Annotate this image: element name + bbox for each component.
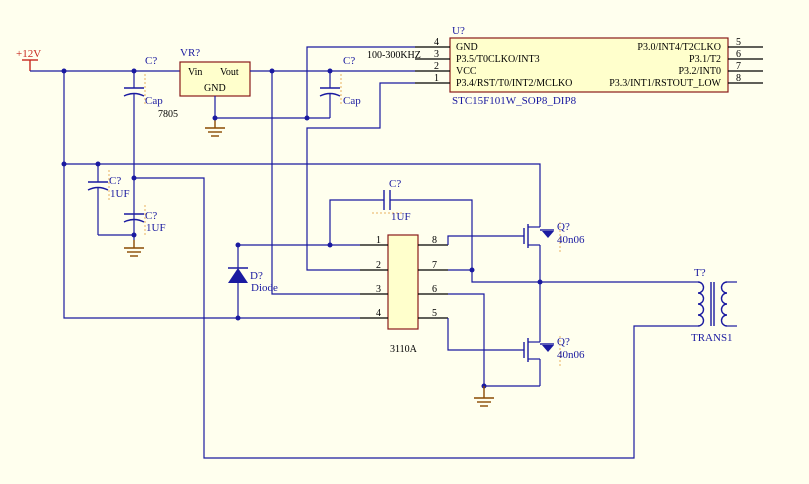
- mcu-right-pin-3: 7 P3.2/INT0: [679, 61, 763, 77]
- svg-text:P3.0/INT4/T2CLKO: P3.0/INT4/T2CLKO: [637, 42, 721, 53]
- cap-1uf-b-designator: C?: [145, 210, 157, 222]
- mcu-designator: U?: [452, 25, 465, 37]
- diode: D? Diode: [228, 267, 278, 294]
- power-port: [22, 59, 38, 71]
- mcu-left-pin-4: 1 P3.4/RST/T0/INT2/MCLKO: [415, 73, 572, 89]
- cap-vout-value: Cap: [343, 95, 361, 107]
- cap-bootstrap-value: 1UF: [391, 211, 411, 223]
- mosfet-high-designator: Q?: [557, 221, 570, 233]
- mosfet-high: Q? 40n06: [523, 221, 585, 282]
- mcu-left-pin-1: 4 GND: [415, 37, 478, 53]
- mcu-right-pin-4: 8 P3.3/INT1/RSTOUT_LOW: [609, 73, 763, 89]
- svg-text:P3.2/INT0: P3.2/INT0: [679, 66, 722, 77]
- cap-1uf-a: C? 1UF: [87, 164, 130, 235]
- svg-text:7: 7: [736, 61, 741, 72]
- transformer-designator: T?: [694, 267, 706, 279]
- svg-text:2: 2: [376, 260, 381, 271]
- mcu-chip: U? STC15F101W_SOP8_DIP8 100-300KHZ 4 GND…: [367, 25, 763, 107]
- svg-text:7: 7: [432, 260, 437, 271]
- ground-symbol-reg: [205, 118, 225, 137]
- cap-1uf-b-value: 1UF: [146, 222, 166, 234]
- svg-text:4: 4: [376, 308, 381, 319]
- svg-text:2: 2: [434, 61, 439, 72]
- power-label: +12V: [16, 48, 41, 60]
- mcu-left-pin-3: 2 VCC: [415, 61, 477, 77]
- mcu-left-pin-2: 3 P3.5/T0CLKO/INT3: [415, 49, 540, 65]
- svg-text:8: 8: [736, 73, 741, 84]
- driver-part: 3110A: [390, 344, 418, 355]
- mosfet-low: Q? 40n06: [523, 336, 585, 386]
- svg-text:3: 3: [376, 284, 381, 295]
- mosfet-high-value: 40n06: [557, 234, 585, 246]
- ground-symbol-caps: [124, 240, 144, 257]
- diode-value: Diode: [251, 282, 278, 294]
- transformer: T? TRANS1: [690, 267, 737, 344]
- mosfet-low-designator: Q?: [557, 336, 570, 348]
- mcu-freq-note: 100-300KHZ: [367, 50, 421, 61]
- svg-text:1: 1: [434, 73, 439, 84]
- mcu-part: STC15F101W_SOP8_DIP8: [452, 95, 577, 107]
- mcu-right-pin-1: 5 P3.0/INT4/T2CLKO: [637, 37, 763, 53]
- transformer-value: TRANS1: [691, 332, 733, 344]
- rail-12v: [30, 68, 180, 74]
- cap-1uf-b: C? 1UF: [123, 205, 166, 235]
- cap-vin-designator: C?: [145, 55, 157, 67]
- regulator-vin: Vin: [188, 67, 202, 78]
- cap-bootstrap: C? 1UF: [329, 178, 473, 270]
- regulator-7805: VR? Vin Vout GND 7805: [158, 47, 251, 120]
- cap-bootstrap-designator: C?: [389, 178, 401, 190]
- svg-text:1: 1: [376, 235, 381, 246]
- svg-text:P3.1/T2: P3.1/T2: [689, 54, 721, 65]
- cap-1uf-a-designator: C?: [109, 175, 121, 187]
- mosfet-low-value: 40n06: [557, 349, 585, 361]
- cap-vout-designator: C?: [343, 55, 355, 67]
- svg-text:VCC: VCC: [456, 66, 477, 77]
- regulator-gnd: GND: [204, 83, 226, 94]
- cap-vin-value: Cap: [145, 95, 163, 107]
- svg-text:3: 3: [434, 49, 439, 60]
- svg-text:6: 6: [432, 284, 437, 295]
- svg-text:6: 6: [736, 49, 741, 60]
- driver-ic: 3110A 1 2 3 4 8 7 6 5: [360, 234, 448, 355]
- svg-text:4: 4: [434, 37, 439, 48]
- svg-text:5: 5: [736, 37, 741, 48]
- mcu-right-pin-2: 6 P3.1/T2: [689, 49, 763, 65]
- regulator-vout: Vout: [220, 67, 239, 78]
- svg-text:5: 5: [432, 308, 437, 319]
- diode-designator: D?: [250, 270, 263, 282]
- regulator-part: 7805: [158, 109, 178, 120]
- svg-text:P3.4/RST/T0/INT2/MCLKO: P3.4/RST/T0/INT2/MCLKO: [456, 78, 572, 89]
- svg-text:P3.5/T0CLKO/INT3: P3.5/T0CLKO/INT3: [456, 54, 540, 65]
- cap-1uf-a-value: 1UF: [110, 188, 130, 200]
- svg-text:8: 8: [432, 235, 437, 246]
- regulator-designator: VR?: [180, 47, 200, 59]
- ground-symbol-driver: [474, 386, 494, 407]
- svg-text:GND: GND: [456, 42, 478, 53]
- svg-text:P3.3/INT1/RSTOUT_LOW: P3.3/INT1/RSTOUT_LOW: [609, 78, 721, 89]
- cap-vout: C? Cap: [319, 55, 361, 118]
- cap-vin: C? Cap: [123, 55, 163, 107]
